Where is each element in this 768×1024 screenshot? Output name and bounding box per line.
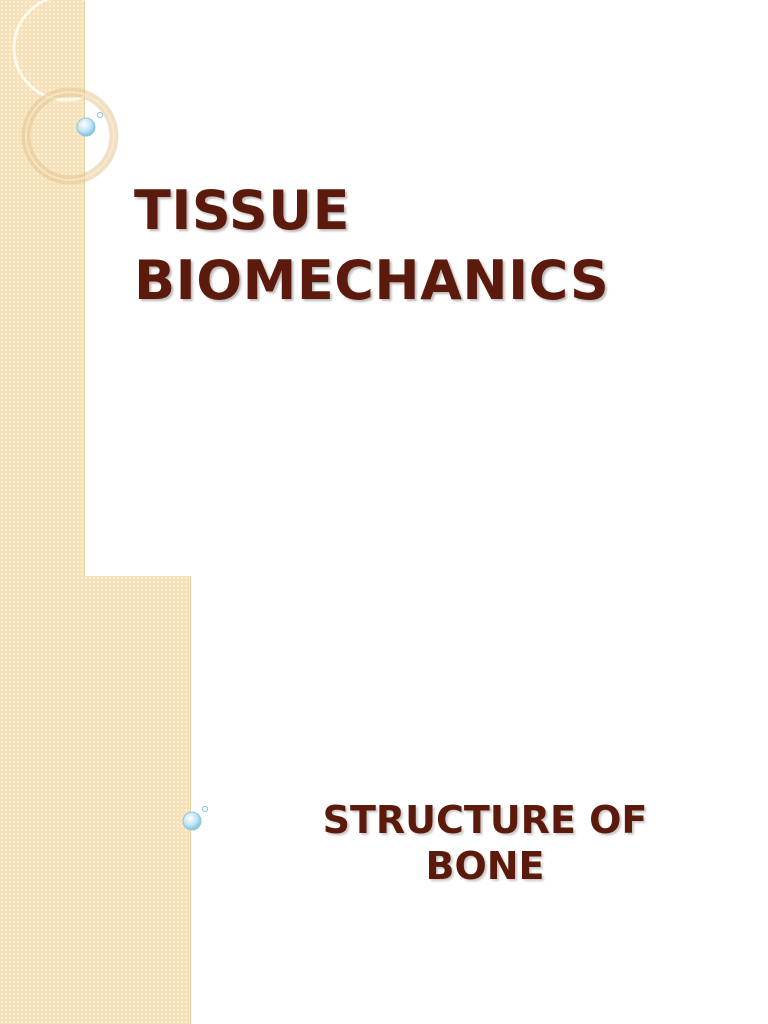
slide-subtitle: STRUCTURE OF BONE	[322, 798, 648, 888]
rings-ornament-icon	[12, 0, 120, 185]
side-band-bottom	[0, 576, 191, 1024]
slide-title: TISSUE BIOMECHANICS	[134, 179, 610, 312]
bubble-icon	[76, 111, 104, 137]
bubble-icon	[182, 805, 209, 831]
